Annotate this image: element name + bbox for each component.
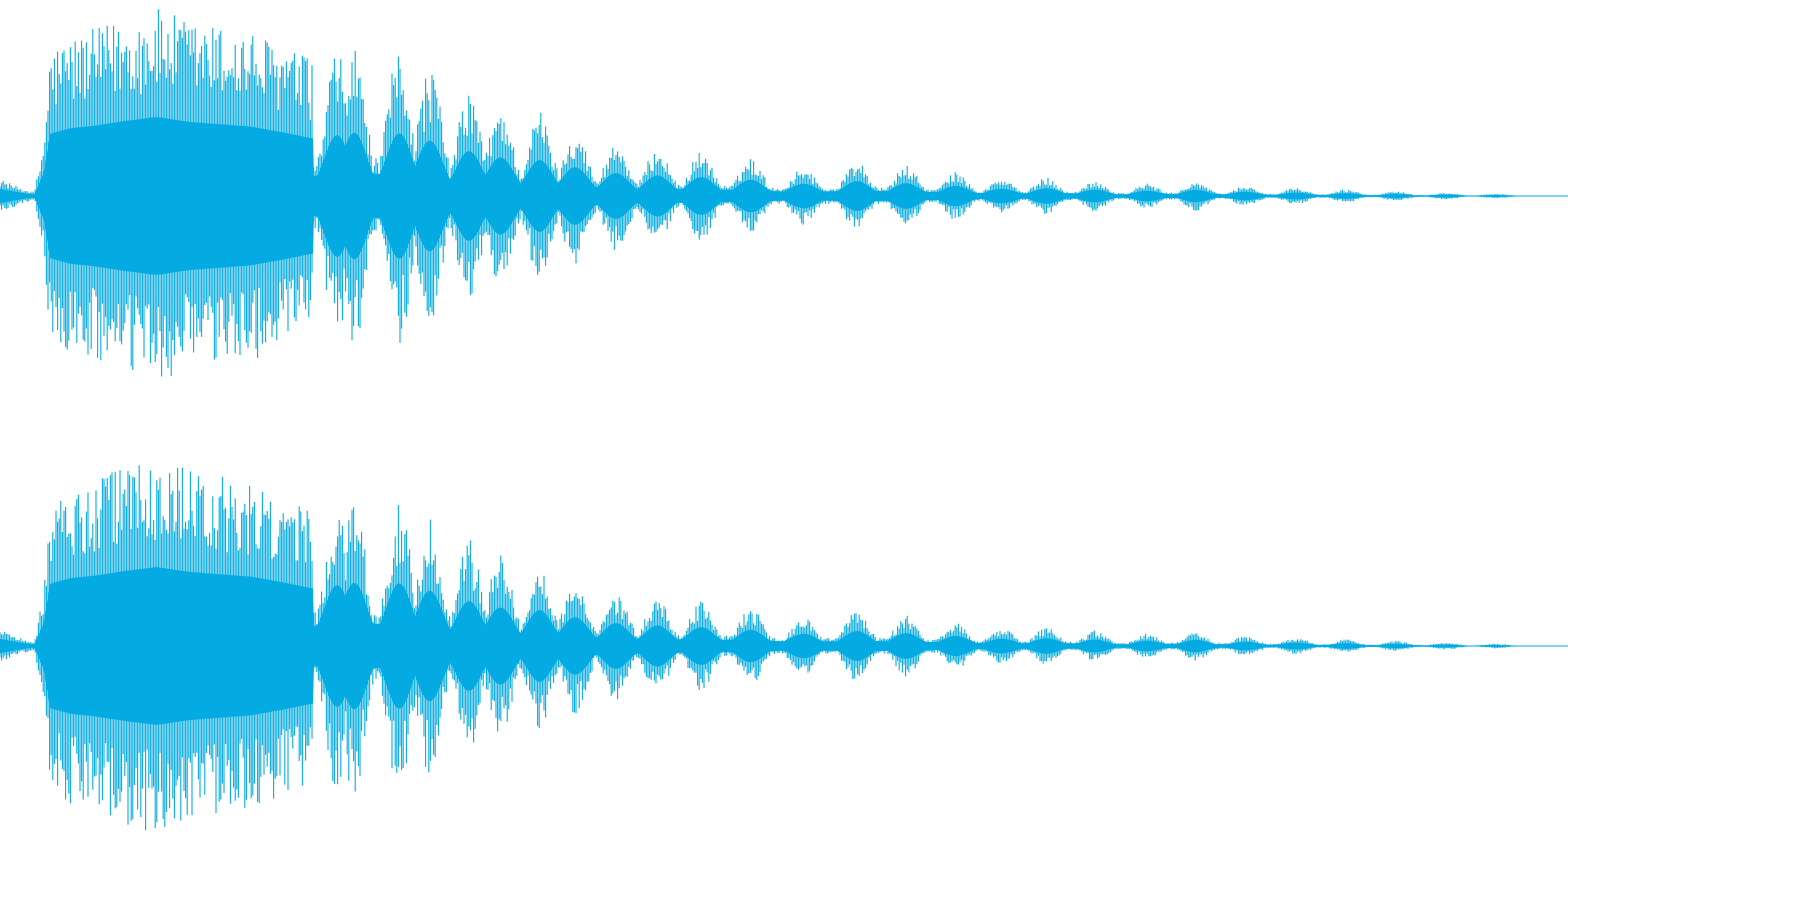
waveform-right-svg — [0, 465, 1568, 831]
waveform-spikes — [0, 465, 1566, 831]
waveform-left-svg — [0, 9, 1568, 377]
channel-right — [0, 450, 1800, 900]
waveform-spikes — [0, 9, 1566, 377]
channel-left — [0, 9, 1568, 377]
